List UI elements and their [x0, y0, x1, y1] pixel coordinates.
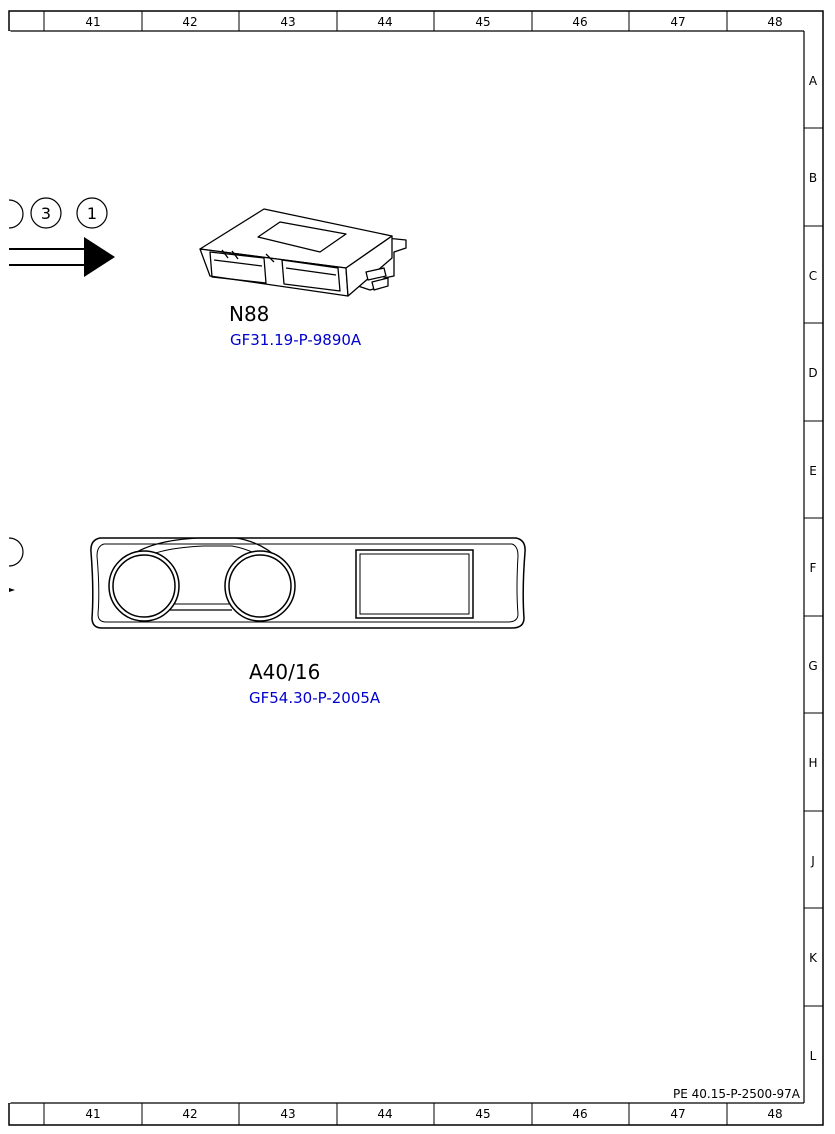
column-label: 46 [572, 1107, 587, 1121]
column-label: 44 [377, 1107, 392, 1121]
instrument-cluster-a40-16-illustration [90, 537, 526, 629]
column-label: 42 [182, 15, 197, 29]
control-unit-n88-illustration [199, 208, 407, 297]
column-label: 48 [767, 1107, 782, 1121]
column-label: 41 [85, 1107, 100, 1121]
column-label: 45 [475, 15, 490, 29]
signal-arrow [9, 237, 115, 277]
connector-marker [30, 197, 62, 229]
column-label: 41 [85, 15, 100, 29]
column-label: 43 [280, 15, 295, 29]
connector-markers [8, 197, 108, 229]
column-labels-bottom: 41 42 43 44 45 46 47 48 [85, 1107, 782, 1121]
drawing-frame [7, 10, 824, 1126]
column-label: 48 [767, 15, 782, 29]
row-label: B [809, 171, 817, 185]
component-id-n88: N88 [229, 302, 269, 326]
component-reference-link-n88[interactable]: GF31.19-P-9890A [230, 331, 362, 349]
column-label: 42 [182, 1107, 197, 1121]
row-label: F [810, 561, 817, 575]
row-labels: A B C D E F G H J K L [808, 74, 818, 1063]
column-labels-top: 41 42 43 44 45 46 47 48 [85, 15, 782, 29]
column-label: 45 [475, 1107, 490, 1121]
connector-marker-label: 1 [87, 204, 97, 223]
row-label: D [808, 366, 817, 380]
row-label: A [809, 74, 818, 88]
column-label: 47 [670, 15, 685, 29]
row-label: G [808, 659, 817, 673]
connector-marker-partial [8, 199, 24, 229]
arrow-tip-partial [9, 588, 15, 592]
connector-marker-label: 3 [41, 204, 51, 223]
connector-marker [76, 197, 108, 229]
component-id-a40-16: A40/16 [249, 660, 320, 684]
document-number: PE 40.15-P-2500-97A [673, 1087, 801, 1101]
row-label: K [809, 951, 818, 965]
row-label: E [809, 464, 817, 478]
column-label: 47 [670, 1107, 685, 1121]
connector-marker-partial [8, 537, 24, 567]
row-label: L [810, 1049, 817, 1063]
row-label: C [809, 269, 817, 283]
column-label: 43 [280, 1107, 295, 1121]
row-label: J [810, 854, 815, 868]
column-label: 46 [572, 15, 587, 29]
row-label: H [808, 756, 817, 770]
component-reference-link-a40-16[interactable]: GF54.30-P-2005A [249, 689, 381, 707]
column-label: 44 [377, 15, 392, 29]
